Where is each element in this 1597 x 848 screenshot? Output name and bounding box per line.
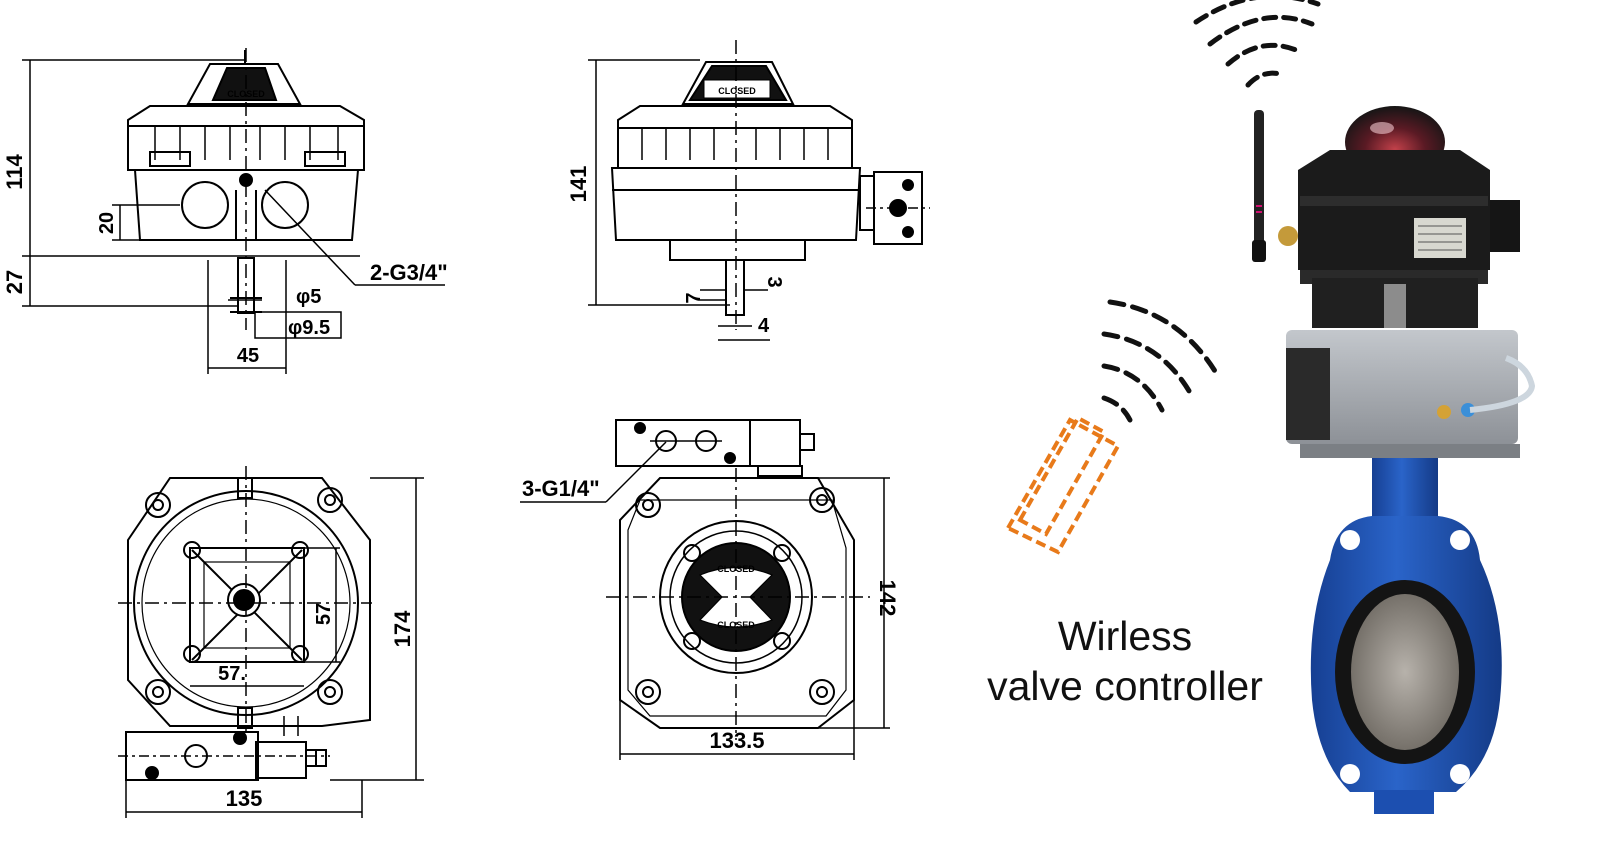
caption-line-2: valve controller bbox=[987, 663, 1263, 709]
dim-135: 135 bbox=[226, 786, 263, 811]
indicator-text-top-1: CLOSED bbox=[717, 564, 755, 574]
top-view-labels: 3-G1/4" 142 133.5 CLOSED CLOSED bbox=[522, 476, 900, 753]
dim-3: 3 bbox=[763, 276, 785, 287]
side-view bbox=[588, 40, 930, 341]
port-label-g34: 2-G3/4" bbox=[370, 260, 448, 285]
bottom-view bbox=[118, 466, 424, 818]
front-view bbox=[22, 48, 445, 374]
pneumatic-actuator bbox=[1286, 330, 1518, 444]
side-view-labels: 141 7 3 4 CLOSED bbox=[566, 86, 785, 337]
dim-4: 4 bbox=[758, 315, 770, 337]
dim-133-5: 133.5 bbox=[709, 728, 764, 753]
wifi-icon-top bbox=[1193, 0, 1321, 88]
bottom-view-labels: 57. 57 174 135 bbox=[218, 603, 415, 811]
port-label-g14: 3-G1/4" bbox=[522, 476, 600, 501]
dim-57-horizontal: 57. bbox=[218, 663, 246, 685]
dim-141: 141 bbox=[566, 166, 591, 203]
valve-product-photo bbox=[1252, 106, 1536, 814]
wifi-icon-mid bbox=[1101, 299, 1221, 423]
top-view bbox=[520, 419, 890, 760]
dim-phi5: φ5 bbox=[296, 286, 321, 308]
dim-27: 27 bbox=[2, 270, 27, 294]
dim-phi95: φ9.5 bbox=[288, 317, 330, 339]
indicator-text-side: CLOSED bbox=[718, 86, 756, 96]
caption-line-1: Wirless bbox=[1058, 613, 1192, 659]
dim-7: 7 bbox=[683, 292, 705, 303]
indicator-text-top-2: CLOSED bbox=[717, 620, 755, 630]
dim-174: 174 bbox=[390, 610, 415, 647]
front-view-labels: 114 20 27 2-G3/4" φ5 φ9.5 45 CLOSED bbox=[2, 89, 448, 367]
phone-signal-icon bbox=[1005, 415, 1121, 555]
dim-20: 20 bbox=[96, 212, 118, 234]
valve-disc bbox=[1351, 594, 1459, 750]
indicator-text: CLOSED bbox=[227, 89, 265, 99]
dim-57-vertical: 57 bbox=[313, 603, 335, 625]
dim-142: 142 bbox=[875, 580, 900, 617]
antenna-icon bbox=[1254, 110, 1264, 250]
dim-114: 114 bbox=[2, 153, 27, 189]
dim-45: 45 bbox=[237, 345, 259, 367]
